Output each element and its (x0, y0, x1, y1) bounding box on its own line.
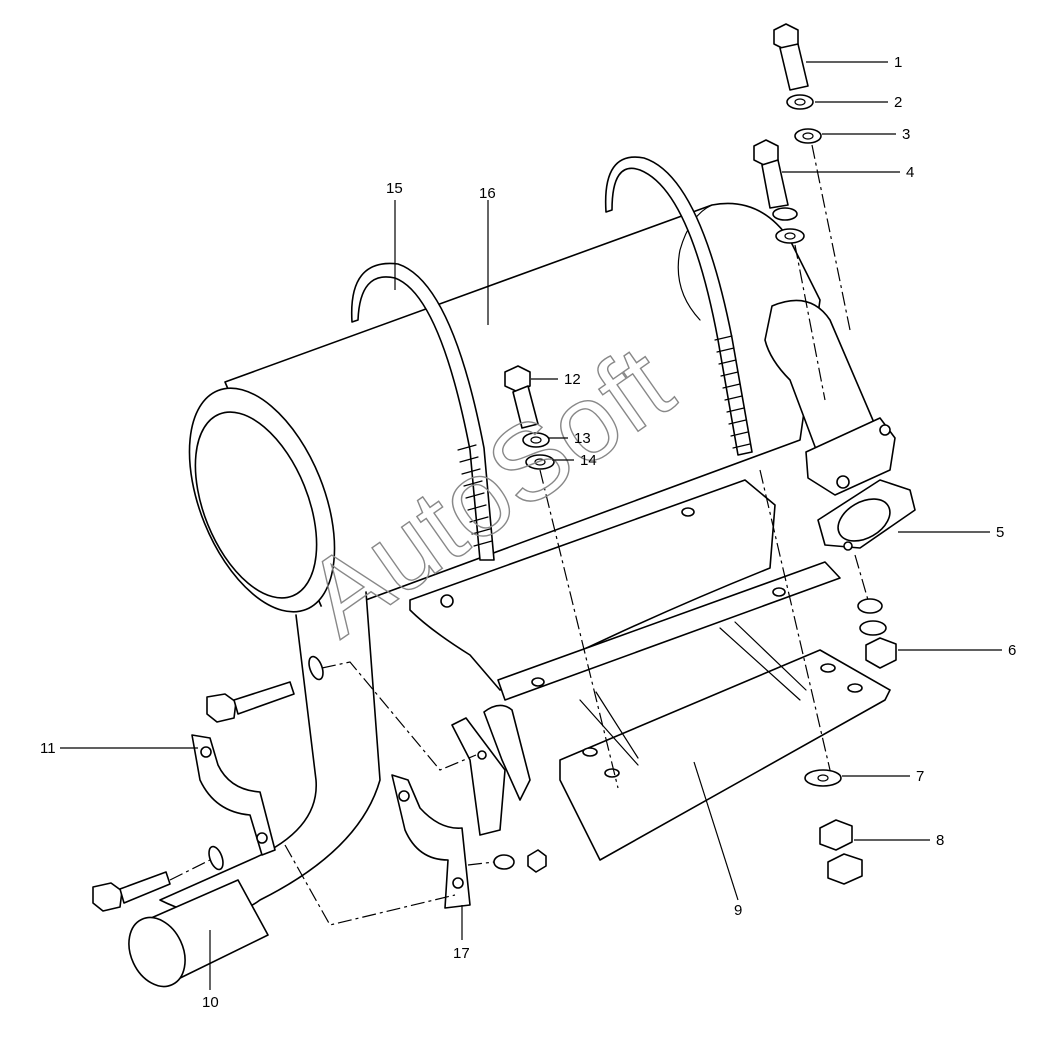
clamp-bolt-upper (206, 655, 324, 723)
bolt-12 (504, 365, 539, 429)
lock-washer-13 (522, 432, 550, 448)
nuts-8 (819, 819, 863, 885)
tail-pipe (128, 591, 381, 988)
callout-10: 10 (202, 994, 219, 1011)
callout-7: 7 (916, 768, 924, 785)
washers-6 (857, 598, 897, 669)
bolt-4 (753, 139, 805, 244)
callout-16: 16 (479, 185, 496, 202)
callout-4: 4 (906, 164, 914, 181)
callout-1: 1 (894, 54, 902, 71)
assembly-center-lines (169, 144, 869, 926)
callout-6: 6 (1008, 642, 1016, 659)
clamp-nut-washer (493, 849, 547, 873)
u-bolt-rear (604, 156, 753, 456)
washer-7 (804, 769, 842, 787)
callout-3: 3 (902, 126, 910, 143)
callout-5: 5 (996, 524, 1004, 541)
clamp-bolt-lower (92, 845, 224, 912)
outlet-elbow (764, 299, 896, 496)
leader-lines (60, 61, 1002, 990)
callout-12: 12 (564, 371, 581, 388)
callout-labels: 1 2 3 4 5 6 7 8 9 10 11 12 13 14 15 16 1… (40, 54, 1016, 1011)
callout-9: 9 (734, 902, 742, 919)
callout-8: 8 (936, 832, 944, 849)
callout-11: 11 (40, 740, 56, 757)
callout-17: 17 (453, 945, 470, 962)
clamp-upper (191, 734, 276, 856)
callout-2: 2 (894, 94, 902, 111)
lock-washer-2 (786, 94, 814, 110)
callout-14: 14 (580, 452, 597, 469)
washer-3 (794, 128, 822, 144)
gasket (817, 479, 916, 551)
clamp-lower (391, 774, 471, 909)
callout-15: 15 (386, 180, 403, 197)
mounting-bracket (409, 479, 891, 861)
side-bracket (451, 704, 531, 836)
washer-14 (525, 454, 555, 470)
callout-13: 13 (574, 430, 591, 447)
bolt-1 (773, 23, 809, 91)
